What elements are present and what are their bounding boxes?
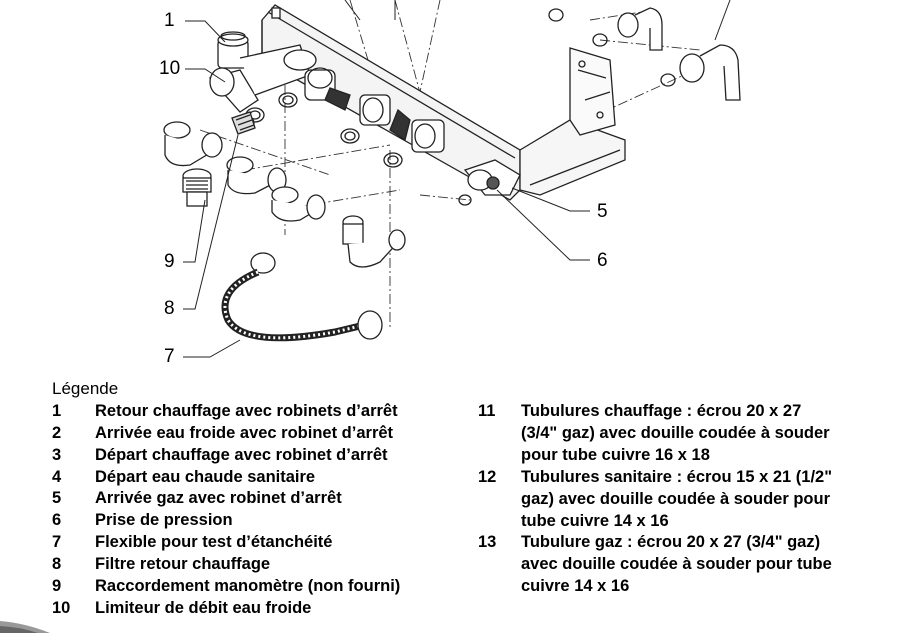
exploded-fitting-drawing — [163, 0, 741, 358]
legend-item-text: Départ eau chaude sanitaire — [95, 468, 316, 486]
legend-item-number: 8 — [52, 555, 62, 573]
legend-item-number: 10 — [52, 599, 71, 617]
filter-and-manometer-fitting — [182, 111, 256, 207]
legend-item-number: 13 — [478, 533, 497, 551]
legend-item-text: Tubulure gaz : écrou 20 x 27 (3/4" gaz) … — [521, 533, 832, 595]
legend-item: 8 Filtre retour chauffage — [52, 554, 270, 576]
callout-7: 7 — [164, 346, 175, 367]
legend-item-number: 4 — [52, 468, 62, 486]
callout-10: 10 — [159, 58, 181, 79]
callout-8: 8 — [164, 298, 175, 319]
legend-item-text: Tubulures chauffage : écrou 20 x 27 (3/4… — [521, 402, 830, 464]
legend-item: 9 Raccordement manomètre (non fourni) — [52, 576, 400, 598]
legend-item-text: Raccordement manomètre (non fourni) — [95, 577, 401, 595]
legend-item: 13 Tubulure gaz : écrou 20 x 27 (3/4" ga… — [478, 532, 881, 597]
legend-item: 11 Tubulures chauffage : écrou 20 x 27 (… — [478, 401, 881, 466]
callout-9: 9 — [164, 251, 175, 272]
legend-item: 7 Flexible pour test d’étanchéité — [52, 532, 332, 554]
legend-item-text: Tubulures sanitaire : écrou 15 x 21 (1/2… — [521, 468, 833, 530]
legend-title: Légende — [52, 379, 119, 398]
callout-6: 6 — [597, 250, 608, 271]
legend-item-text: Flexible pour test d’étanchéité — [95, 533, 333, 551]
legend-item: 12 Tubulures sanitaire : écrou 15 x 21 (… — [478, 467, 881, 532]
callout-5: 5 — [597, 201, 608, 222]
corner-swoosh — [0, 621, 50, 633]
legend-item: 5 Arrivée gaz avec robinet d’arrêt — [52, 488, 342, 510]
legend-item-number: 7 — [52, 533, 62, 551]
legend-item-text: Limiteur de débit eau froide — [95, 599, 312, 617]
legend-item: 1 Retour chauffage avec robinets d’arrêt — [52, 401, 398, 423]
legend-item: 10 Limiteur de débit eau froide — [52, 598, 311, 620]
legend-item: 3 Départ chauffage avec robinet d’arrêt — [52, 445, 388, 467]
legend-item-number: 1 — [52, 402, 62, 420]
legend-item-text: Arrivée eau froide avec robinet d’arrêt — [95, 424, 394, 442]
callout-leader-lines — [183, 0, 731, 358]
legend-item: 6 Prise de pression — [52, 510, 233, 532]
legend-item-text: Retour chauffage avec robinets d’arrêt — [95, 402, 398, 420]
legend-item-number: 6 — [52, 511, 62, 529]
legend-item-number: 5 — [52, 489, 62, 507]
flexible-test-hose — [221, 252, 383, 342]
right-bracket — [519, 47, 626, 196]
legend-item-number: 9 — [52, 577, 62, 595]
legend-item: 4 Départ eau chaude sanitaire — [52, 467, 315, 489]
elbow-tubes — [163, 7, 741, 268]
legend-item: 2 Arrivée eau froide avec robinet d’arrê… — [52, 423, 393, 445]
legend-item-text: Départ chauffage avec robinet d’arrêt — [95, 446, 388, 464]
callout-1: 1 — [164, 10, 175, 31]
legend-item-number: 11 — [478, 402, 496, 420]
legend-item-number: 3 — [52, 446, 62, 464]
legend-item-text: Filtre retour chauffage — [95, 555, 271, 573]
legend-item-text: Arrivée gaz avec robinet d’arrêt — [95, 489, 342, 507]
valve-fittings — [208, 31, 521, 196]
legend-item-text: Prise de pression — [95, 511, 233, 529]
legend-item-number: 12 — [478, 468, 497, 486]
legend-item-number: 2 — [52, 424, 62, 442]
